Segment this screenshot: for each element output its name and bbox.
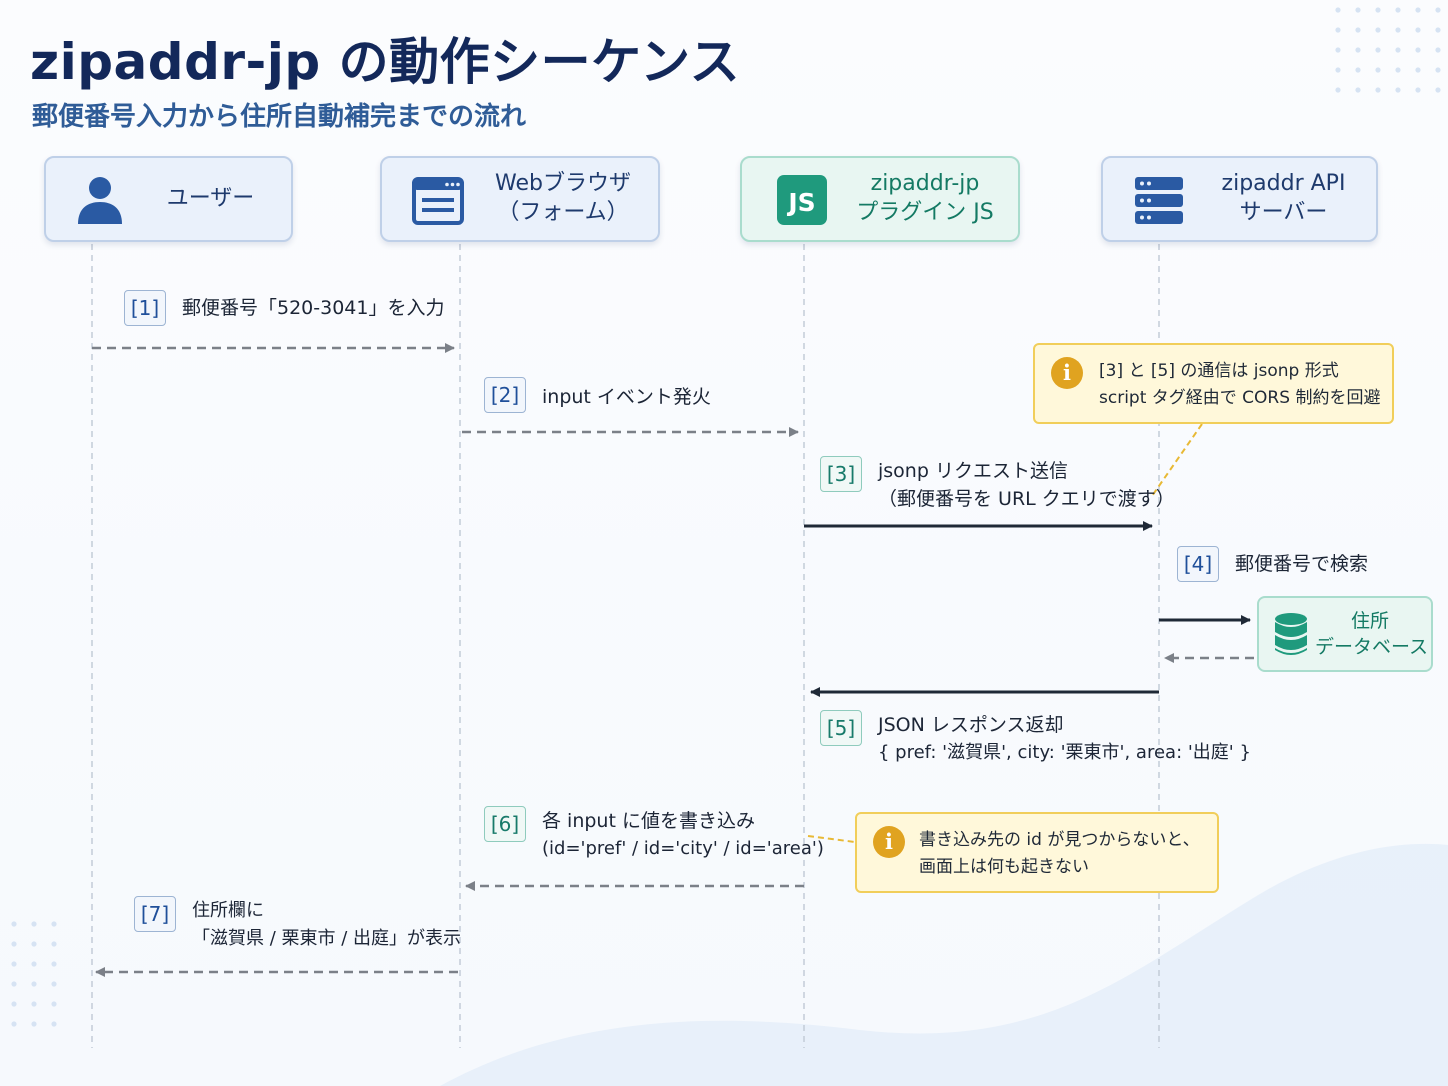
actor-browser-line-2: （フォーム） xyxy=(497,200,629,225)
actor-browser: Webブラウザ （フォーム） xyxy=(380,156,660,242)
note-connector-1 xyxy=(1151,423,1203,497)
actor-browser-label: Webブラウザ （フォーム） xyxy=(476,158,650,240)
step-7-line-1: 住所欄に xyxy=(192,900,264,921)
step-2-badge: [2] xyxy=(484,377,526,413)
step-4: [4] 郵便番号で検索 xyxy=(1177,546,1368,582)
step-6-line-1: 各 input に値を書き込み xyxy=(542,810,755,832)
note-missing-id-line-1: 書き込み先の id が見つからないと、 xyxy=(919,830,1200,850)
dot-grid-top-right xyxy=(1335,7,1441,93)
note-jsonp-line-1: [3] と [5] の通信は jsonp 形式 xyxy=(1099,361,1339,381)
step-5-text: JSON レスポンス返却 { pref: '滋賀県', city: '栗東市',… xyxy=(878,710,1251,767)
database-icon xyxy=(1275,613,1307,655)
step-2: [2] input イベント発火 xyxy=(484,377,711,413)
step-7-badge: [7] xyxy=(134,896,176,932)
step-6-badge: [6] xyxy=(484,806,526,842)
step-3-badge: [3] xyxy=(820,456,862,492)
step-4-text: 郵便番号で検索 xyxy=(1235,546,1368,578)
actor-server-label: zipaddr API サーバー xyxy=(1199,158,1368,240)
note-missing-id-text: 書き込み先の id が見つからないと、 画面上は何も起きない xyxy=(919,827,1200,881)
step-3: [3] jsonp リクエスト送信 （郵便番号を URL クエリで渡す） xyxy=(820,456,1175,513)
user-icon xyxy=(78,177,122,224)
step-7-text: 住所欄に 「滋賀県 / 栗東市 / 出庭」が表示 xyxy=(192,896,461,953)
actor-plugin-line-2: プラグイン JS xyxy=(856,200,994,225)
step-7-line-2: 「滋賀県 / 栗東市 / 出庭」が表示 xyxy=(192,928,462,949)
step-5: [5] JSON レスポンス返却 { pref: '滋賀県', city: '栗… xyxy=(820,710,1251,767)
note-jsonp-line-2: script タグ経由で CORS 制約を回避 xyxy=(1099,388,1381,408)
actor-user-line-1: ユーザー xyxy=(166,185,255,211)
svg-text:JS: JS xyxy=(786,188,815,217)
page-subtitle: 郵便番号入力から住所自動補完までの流れ xyxy=(32,102,527,132)
note-missing-id-line-2: 画面上は何も起きない xyxy=(919,857,1089,877)
step-6-text: 各 input に値を書き込み (id='pref' / id='city' /… xyxy=(542,806,824,863)
info-icon: i xyxy=(873,826,905,858)
address-database: 住所 データベース xyxy=(1257,596,1433,672)
dot-grid-bottom-left xyxy=(11,921,57,1027)
step-2-text: input イベント発火 xyxy=(542,377,711,411)
step-1-badge: [1] xyxy=(124,290,166,326)
actor-browser-line-1: Webブラウザ xyxy=(495,171,631,197)
step-3-line-1: jsonp リクエスト送信 xyxy=(878,460,1068,482)
js-logo-icon: JS xyxy=(777,175,827,225)
actor-user-label: ユーザー xyxy=(138,158,283,240)
actor-plugin: JS zipaddr-jp プラグイン JS xyxy=(740,156,1020,242)
step-7: [7] 住所欄に 「滋賀県 / 栗東市 / 出庭」が表示 xyxy=(134,896,461,953)
step-6-line-2: (id='pref' / id='city' / id='area') xyxy=(542,838,824,859)
step-1: [1] 郵便番号「520-3041」を入力 xyxy=(124,290,444,326)
actor-user: ユーザー xyxy=(44,156,293,242)
database-label: 住所 データベース xyxy=(1315,608,1429,660)
actor-plugin-label: zipaddr-jp プラグイン JS xyxy=(838,158,1012,240)
step-5-line-1: JSON レスポンス返却 xyxy=(878,714,1064,736)
step-3-line-2: （郵便番号を URL クエリで渡す） xyxy=(878,488,1175,510)
database-line-1: 住所 xyxy=(1350,610,1389,632)
step-5-line-2: { pref: '滋賀県', city: '栗東市', area: '出庭' } xyxy=(878,742,1251,763)
actor-server-line-1: zipaddr API xyxy=(1221,171,1346,197)
database-line-2: データベース xyxy=(1315,636,1429,658)
step-1-line-1: 郵便番号「520-3041」を入力 xyxy=(182,297,445,319)
actor-server: zipaddr API サーバー xyxy=(1101,156,1378,242)
step-4-badge: [4] xyxy=(1177,546,1219,582)
actor-plugin-line-1: zipaddr-jp xyxy=(870,171,980,197)
step-4-line-1: 郵便番号で検索 xyxy=(1235,553,1369,575)
step-6: [6] 各 input に値を書き込み (id='pref' / id='cit… xyxy=(484,806,824,863)
note-connector-2 xyxy=(807,835,856,843)
info-icon: i xyxy=(1051,357,1083,389)
note-jsonp: i [3] と [5] の通信は jsonp 形式 script タグ経由で C… xyxy=(1033,343,1394,424)
step-1-text: 郵便番号「520-3041」を入力 xyxy=(182,290,444,322)
actor-server-line-2: サーバー xyxy=(1239,200,1328,225)
step-5-badge: [5] xyxy=(820,710,862,746)
note-missing-id: i 書き込み先の id が見つからないと、 画面上は何も起きない xyxy=(855,812,1219,893)
step-3-text: jsonp リクエスト送信 （郵便番号を URL クエリで渡す） xyxy=(878,456,1175,513)
step-2-line-1: input イベント発火 xyxy=(542,386,711,408)
page-title: zipaddr-jp の動作シーケンス xyxy=(30,33,741,91)
browser-window-icon xyxy=(412,177,464,225)
note-jsonp-text: [3] と [5] の通信は jsonp 形式 script タグ経由で COR… xyxy=(1099,358,1380,412)
server-icon xyxy=(1135,177,1183,224)
